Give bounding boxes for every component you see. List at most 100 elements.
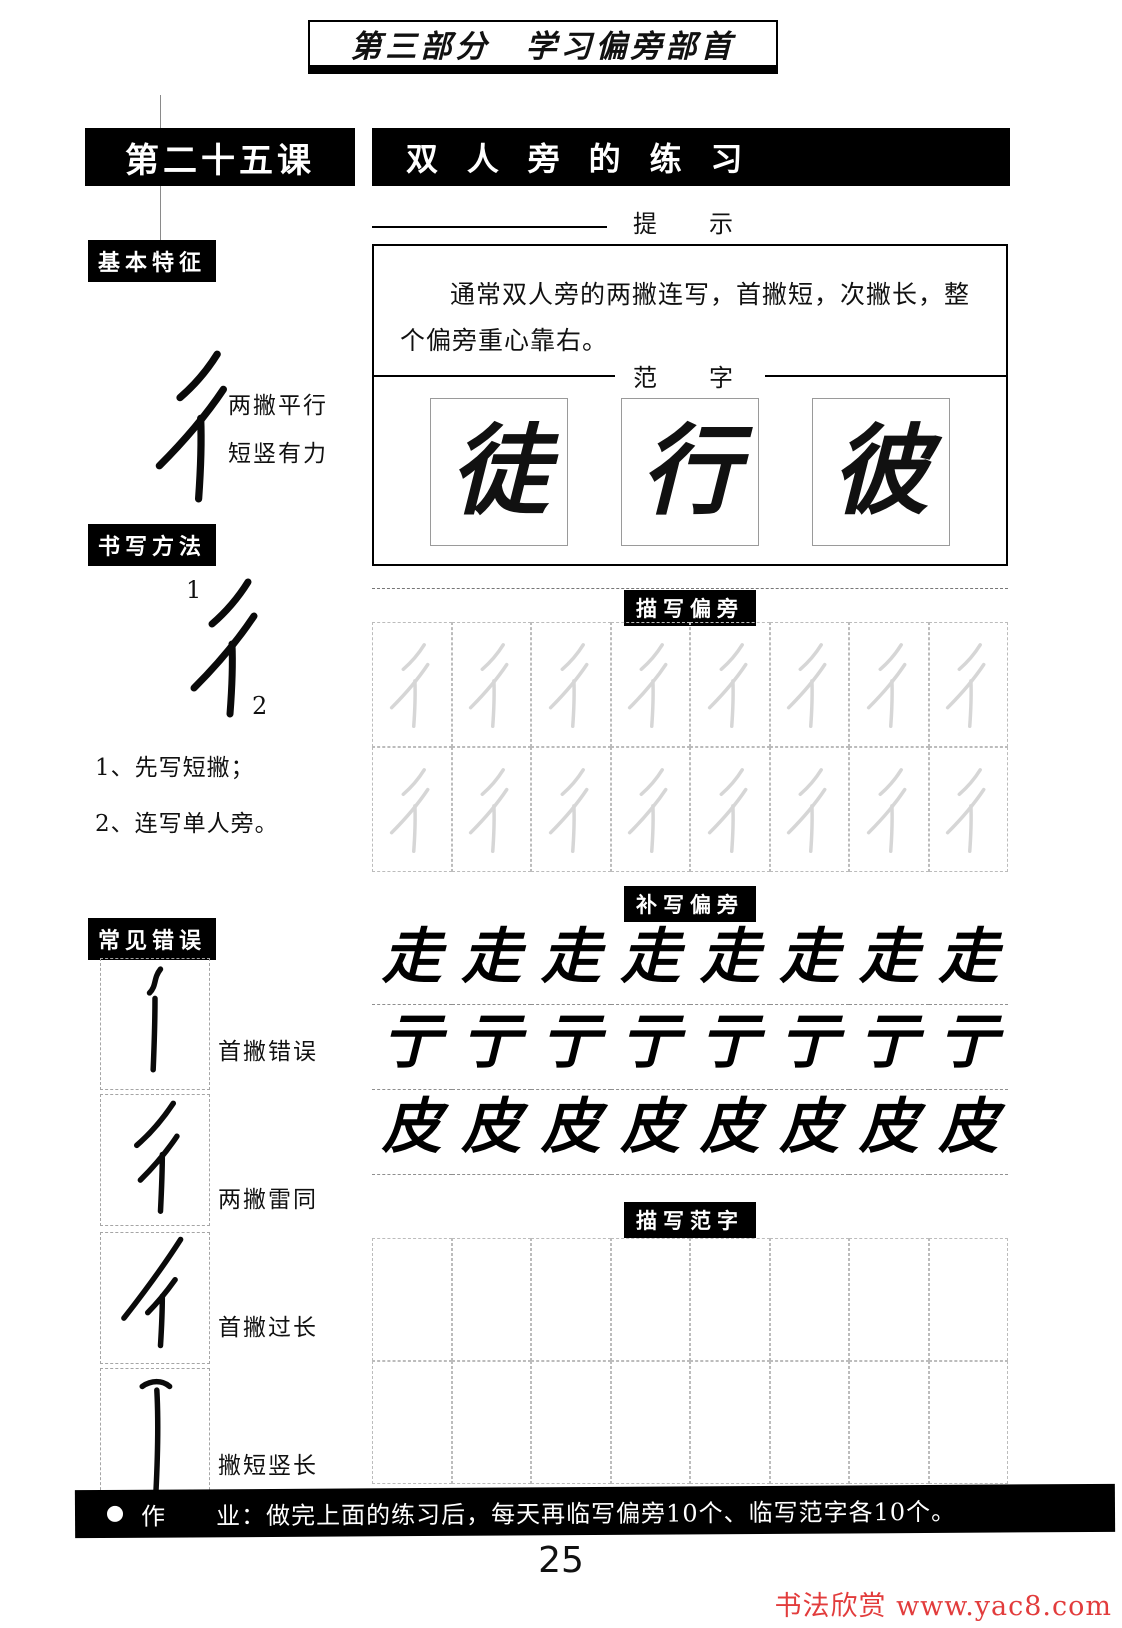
practice-trace-cell <box>769 1361 849 1484</box>
section-divider <box>372 588 1008 589</box>
practice-char: 皮 <box>769 1090 849 1175</box>
section-label-writing-method: 书写方法 <box>88 524 217 566</box>
trace-radical-grid <box>372 622 1008 872</box>
error-sample-1 <box>100 958 210 1090</box>
error-caption-1: 首撇错误 <box>218 1039 318 1065</box>
example-char: 徒 <box>450 414 549 529</box>
basic-caption-line2: 短竖有力 <box>228 441 328 468</box>
stroke-order-illustration <box>172 572 282 726</box>
practice-trace-cell <box>610 1238 690 1361</box>
lesson-title-label: 双 人 旁 的 练 习 <box>406 141 753 177</box>
practice-trace-cell <box>372 1238 452 1361</box>
lesson-number-label: 第二十五课 <box>125 141 315 180</box>
practice-char: 走 <box>769 920 849 1005</box>
practice-trace-cell <box>451 622 531 747</box>
practice-trace-cell <box>451 1361 531 1484</box>
chi-radical-strokes <box>190 578 258 718</box>
practice-trace-cell <box>531 622 611 747</box>
practice-trace-cell <box>928 747 1008 872</box>
chi-radical-strokes <box>155 350 228 503</box>
practice-char: 亍 <box>531 1005 611 1090</box>
error-caption-3: 首撇过长 <box>218 1315 318 1341</box>
section-label-common-errors: 常见错误 <box>88 918 217 960</box>
error-caption-4: 撇短竖长 <box>218 1453 318 1479</box>
practice-char: 皮 <box>610 1090 690 1175</box>
practice-trace-cell <box>372 747 452 872</box>
hint-label: 提 示 <box>633 210 747 238</box>
example-char-box: 行 <box>620 398 759 546</box>
practice-char: 亍 <box>690 1005 770 1090</box>
practice-char: 走 <box>690 920 770 1005</box>
practice-char: 亍 <box>610 1005 690 1090</box>
example-char-box: 彼 <box>811 398 950 546</box>
hint-text: 通常双人旁的两撇连写，首撇短，次撇长，整个偏旁重心靠右。 <box>400 280 971 356</box>
practice-trace-cell <box>769 622 849 747</box>
part-header: 第三部分 学习偏旁部首 <box>308 20 778 74</box>
practice-char: 皮 <box>690 1090 770 1175</box>
practice-char: 亍 <box>928 1005 1008 1090</box>
error-sample-2 <box>100 1094 210 1226</box>
example-char-box: 徒 <box>430 398 569 546</box>
practice-char-row: 亍亍亍亍亍亍亍亍 <box>372 1005 1008 1090</box>
practice-char: 走 <box>531 920 611 1005</box>
practice-trace-cell <box>610 622 690 747</box>
part-header-title: 第三部分 学习偏旁部首 <box>350 29 736 65</box>
homework-bar: 作 业：做完上面的练习后，每天再临写偏旁10个、临写范字各10个。 <box>74 1483 1116 1539</box>
basic-feature-captions: 两撇平行 短竖有力 <box>228 382 328 479</box>
error-stroke-sample-icon <box>139 1378 173 1496</box>
practice-trace-cell <box>372 622 452 747</box>
error-stroke-sample-icon <box>121 1236 184 1349</box>
error-sample-4 <box>100 1368 210 1500</box>
practice-trace-cell <box>610 1361 690 1484</box>
practice-trace-cell <box>769 747 849 872</box>
watermark-text: 书法欣赏 www.yac8.com <box>774 1591 1112 1622</box>
stroke-number-2: 2 <box>252 692 268 720</box>
practice-trace-cell <box>849 1361 929 1484</box>
practice-char: 走 <box>928 920 1008 1005</box>
practice-char-row: 走走走走走走走走 <box>372 920 1008 1005</box>
lesson-number-badge: 第二十五课 <box>85 128 355 186</box>
practice-char: 亍 <box>451 1005 531 1090</box>
lesson-title-bar: 双 人 旁 的 练 习 <box>372 128 1010 186</box>
practice-trace-cell <box>451 747 531 872</box>
practice-trace-cell <box>531 1361 611 1484</box>
example-chars-label: 范 字 <box>633 364 747 392</box>
practice-char: 皮 <box>531 1090 611 1175</box>
error-caption-2: 两撇雷同 <box>218 1187 318 1213</box>
error-stroke-sample-icon <box>133 1100 180 1214</box>
practice-char: 走 <box>849 920 929 1005</box>
practice-char: 皮 <box>451 1090 531 1175</box>
practice-trace-cell <box>849 747 929 872</box>
section-label-trace-radical: 描写偏旁 <box>624 590 756 626</box>
practice-char: 亍 <box>372 1005 452 1090</box>
practice-trace-cell <box>690 747 770 872</box>
chi-radical-illustration <box>138 348 253 507</box>
practice-trace-cell <box>928 1238 1008 1361</box>
practice-trace-cell <box>928 1361 1008 1484</box>
section-label-basic-features: 基本特征 <box>88 240 217 282</box>
example-char-boxes: 徒 行 彼 <box>374 398 1006 546</box>
example-char: 彼 <box>831 414 930 529</box>
practice-trace-cell <box>849 1238 929 1361</box>
practice-char: 皮 <box>372 1090 452 1175</box>
practice-trace-cell <box>610 747 690 872</box>
example-chars-rule: 范 字 <box>374 358 1006 393</box>
practice-char: 走 <box>372 920 452 1005</box>
practice-trace-cell <box>531 1238 611 1361</box>
practice-trace-cell <box>690 1361 770 1484</box>
page-number: 25 <box>538 1540 584 1581</box>
stroke-number-1: 1 <box>186 576 202 604</box>
practice-trace-cell <box>769 1238 849 1361</box>
practice-trace-cell <box>531 747 611 872</box>
practice-trace-cell <box>690 1238 770 1361</box>
practice-char: 亍 <box>769 1005 849 1090</box>
practice-char: 皮 <box>928 1090 1008 1175</box>
bullet-icon <box>106 1505 124 1522</box>
practice-char: 亍 <box>849 1005 929 1090</box>
practice-trace-cell <box>928 622 1008 747</box>
practice-trace-cell <box>690 622 770 747</box>
practice-char-row: 皮皮皮皮皮皮皮皮 <box>372 1090 1008 1175</box>
practice-char: 走 <box>610 920 690 1005</box>
fill-radical-rows: 走走走走走走走走亍亍亍亍亍亍亍亍皮皮皮皮皮皮皮皮 <box>372 920 1008 1175</box>
